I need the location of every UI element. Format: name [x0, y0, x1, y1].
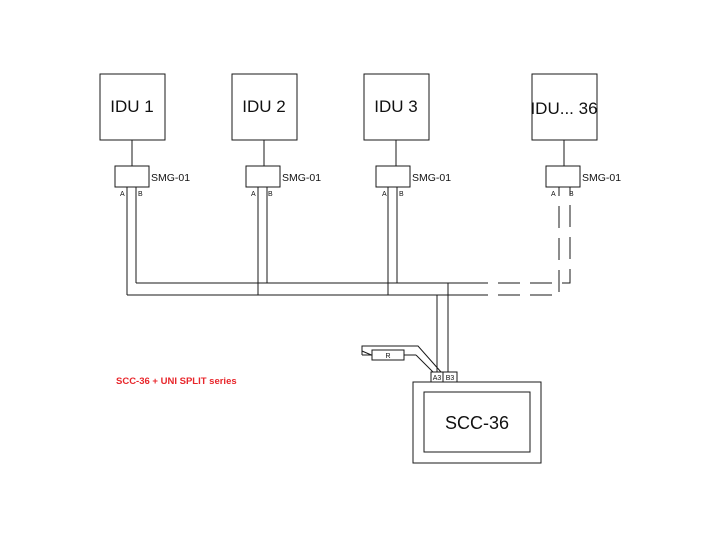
diagram-caption: SCC-36 + UNI SPLIT series: [116, 376, 237, 387]
resistor-body: [371, 349, 405, 361]
controller-terminals: A3 B3: [430, 371, 458, 383]
controller-label: SCC-36: [445, 413, 509, 433]
idu-label-1: IDU 1: [110, 97, 153, 116]
smg-pin-b-label-3: B: [399, 191, 404, 198]
idu-box-1: [99, 73, 166, 141]
smg-pin-a-label-3: A: [382, 191, 387, 198]
idu-group-2: IDU 2 SMG-01 A B: [231, 73, 321, 198]
smg-module-box-36: [545, 165, 581, 188]
controller-unit: SCC-36: [412, 381, 542, 464]
terminal-a3-label: A3: [433, 375, 442, 382]
bus-continuation-dashed: [466, 187, 571, 296]
idu-label-36: IDU... 36: [530, 99, 597, 118]
idu-group-3: IDU 3 SMG-01 A B: [363, 73, 451, 198]
smg-module-box-3: [375, 165, 411, 188]
smg-label-3: SMG-01: [412, 172, 451, 184]
smg-pin-a-label-36: A: [551, 191, 556, 198]
smg-pin-a-label-2: A: [251, 191, 256, 198]
idu-label-2: IDU 2: [242, 97, 285, 116]
smg-module-box-2: [245, 165, 281, 188]
bus-wiring: [126, 187, 466, 372]
smg-pin-b-label-36: B: [569, 191, 574, 198]
smg-label-2: SMG-01: [282, 172, 321, 184]
terminal-b3-label: B3: [446, 375, 455, 382]
smg-label-36: SMG-01: [582, 172, 621, 184]
idu-box-2: [231, 73, 298, 141]
smg-pin-b-label-1: B: [138, 191, 143, 198]
controller-screen: [423, 391, 531, 453]
idu-group-1: IDU 1 SMG-01 A B: [99, 73, 190, 198]
smg-pin-b-label-2: B: [268, 191, 273, 198]
smg-pin-a-label-1: A: [120, 191, 125, 198]
resistor-wire-inner: [415, 354, 434, 373]
smg-module-box-1: [114, 165, 150, 188]
idu-box-3: [363, 73, 430, 141]
smg-label-1: SMG-01: [151, 172, 190, 184]
resistor-label: R: [385, 353, 390, 360]
termination-resistor: R: [361, 345, 442, 373]
idu-group-36: IDU... 36 SMG-01 A B: [530, 73, 621, 198]
dashed-line-a: [466, 187, 560, 296]
idu-label-3: IDU 3: [374, 97, 417, 116]
resistor-wire-outer: [361, 345, 442, 373]
dashed-line-b: [466, 187, 571, 284]
